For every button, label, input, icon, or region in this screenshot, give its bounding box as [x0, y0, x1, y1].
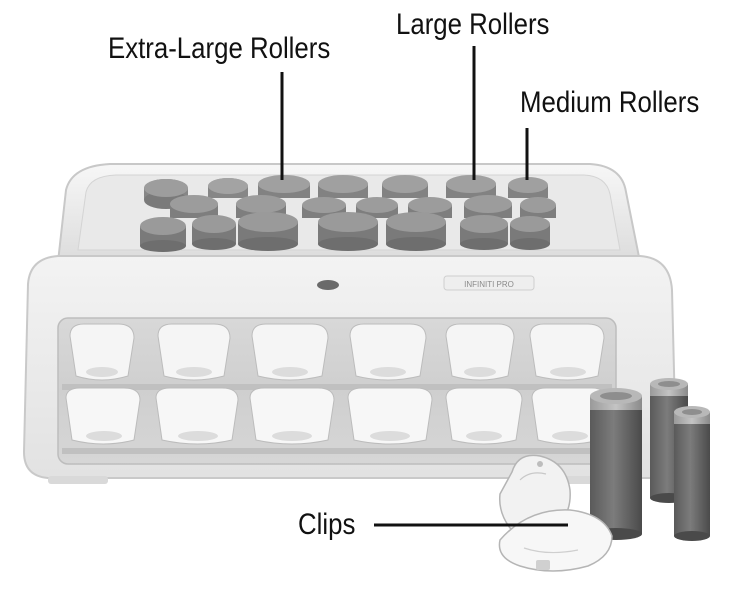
label-medium-rollers: Medium Rollers	[520, 86, 700, 119]
roller-icon	[446, 175, 496, 198]
roller-icon	[318, 212, 378, 251]
power-button-icon	[317, 280, 339, 290]
roller-icon	[508, 177, 548, 198]
roller-icon	[192, 215, 236, 250]
roller-icon	[510, 216, 550, 250]
brand-badge: INFINITI PRO	[443, 275, 535, 291]
roller-icon	[170, 195, 218, 218]
brand-badge-text: INFINITI PRO	[464, 280, 514, 289]
top-rollers	[140, 175, 556, 252]
label-extra-large-rollers: Extra-Large Rollers	[108, 32, 331, 65]
roller-icon	[208, 178, 248, 198]
loose-rollers	[590, 378, 710, 541]
roller-icon	[258, 175, 310, 198]
leader-lines	[280, 46, 568, 527]
roller-icon	[460, 215, 508, 250]
case-base	[22, 255, 678, 484]
label-large-rollers: Large Rollers	[396, 8, 550, 41]
roller-icon	[238, 212, 298, 251]
label-clips: Clips	[298, 508, 356, 541]
roller-icon	[382, 175, 428, 198]
roller-icon	[140, 217, 186, 252]
roller-icon	[674, 406, 710, 541]
roller-icon	[386, 212, 446, 251]
roller-icon	[318, 175, 368, 198]
roller-icon	[590, 388, 642, 540]
roller-icon	[464, 195, 512, 218]
roller-icon	[520, 197, 556, 218]
